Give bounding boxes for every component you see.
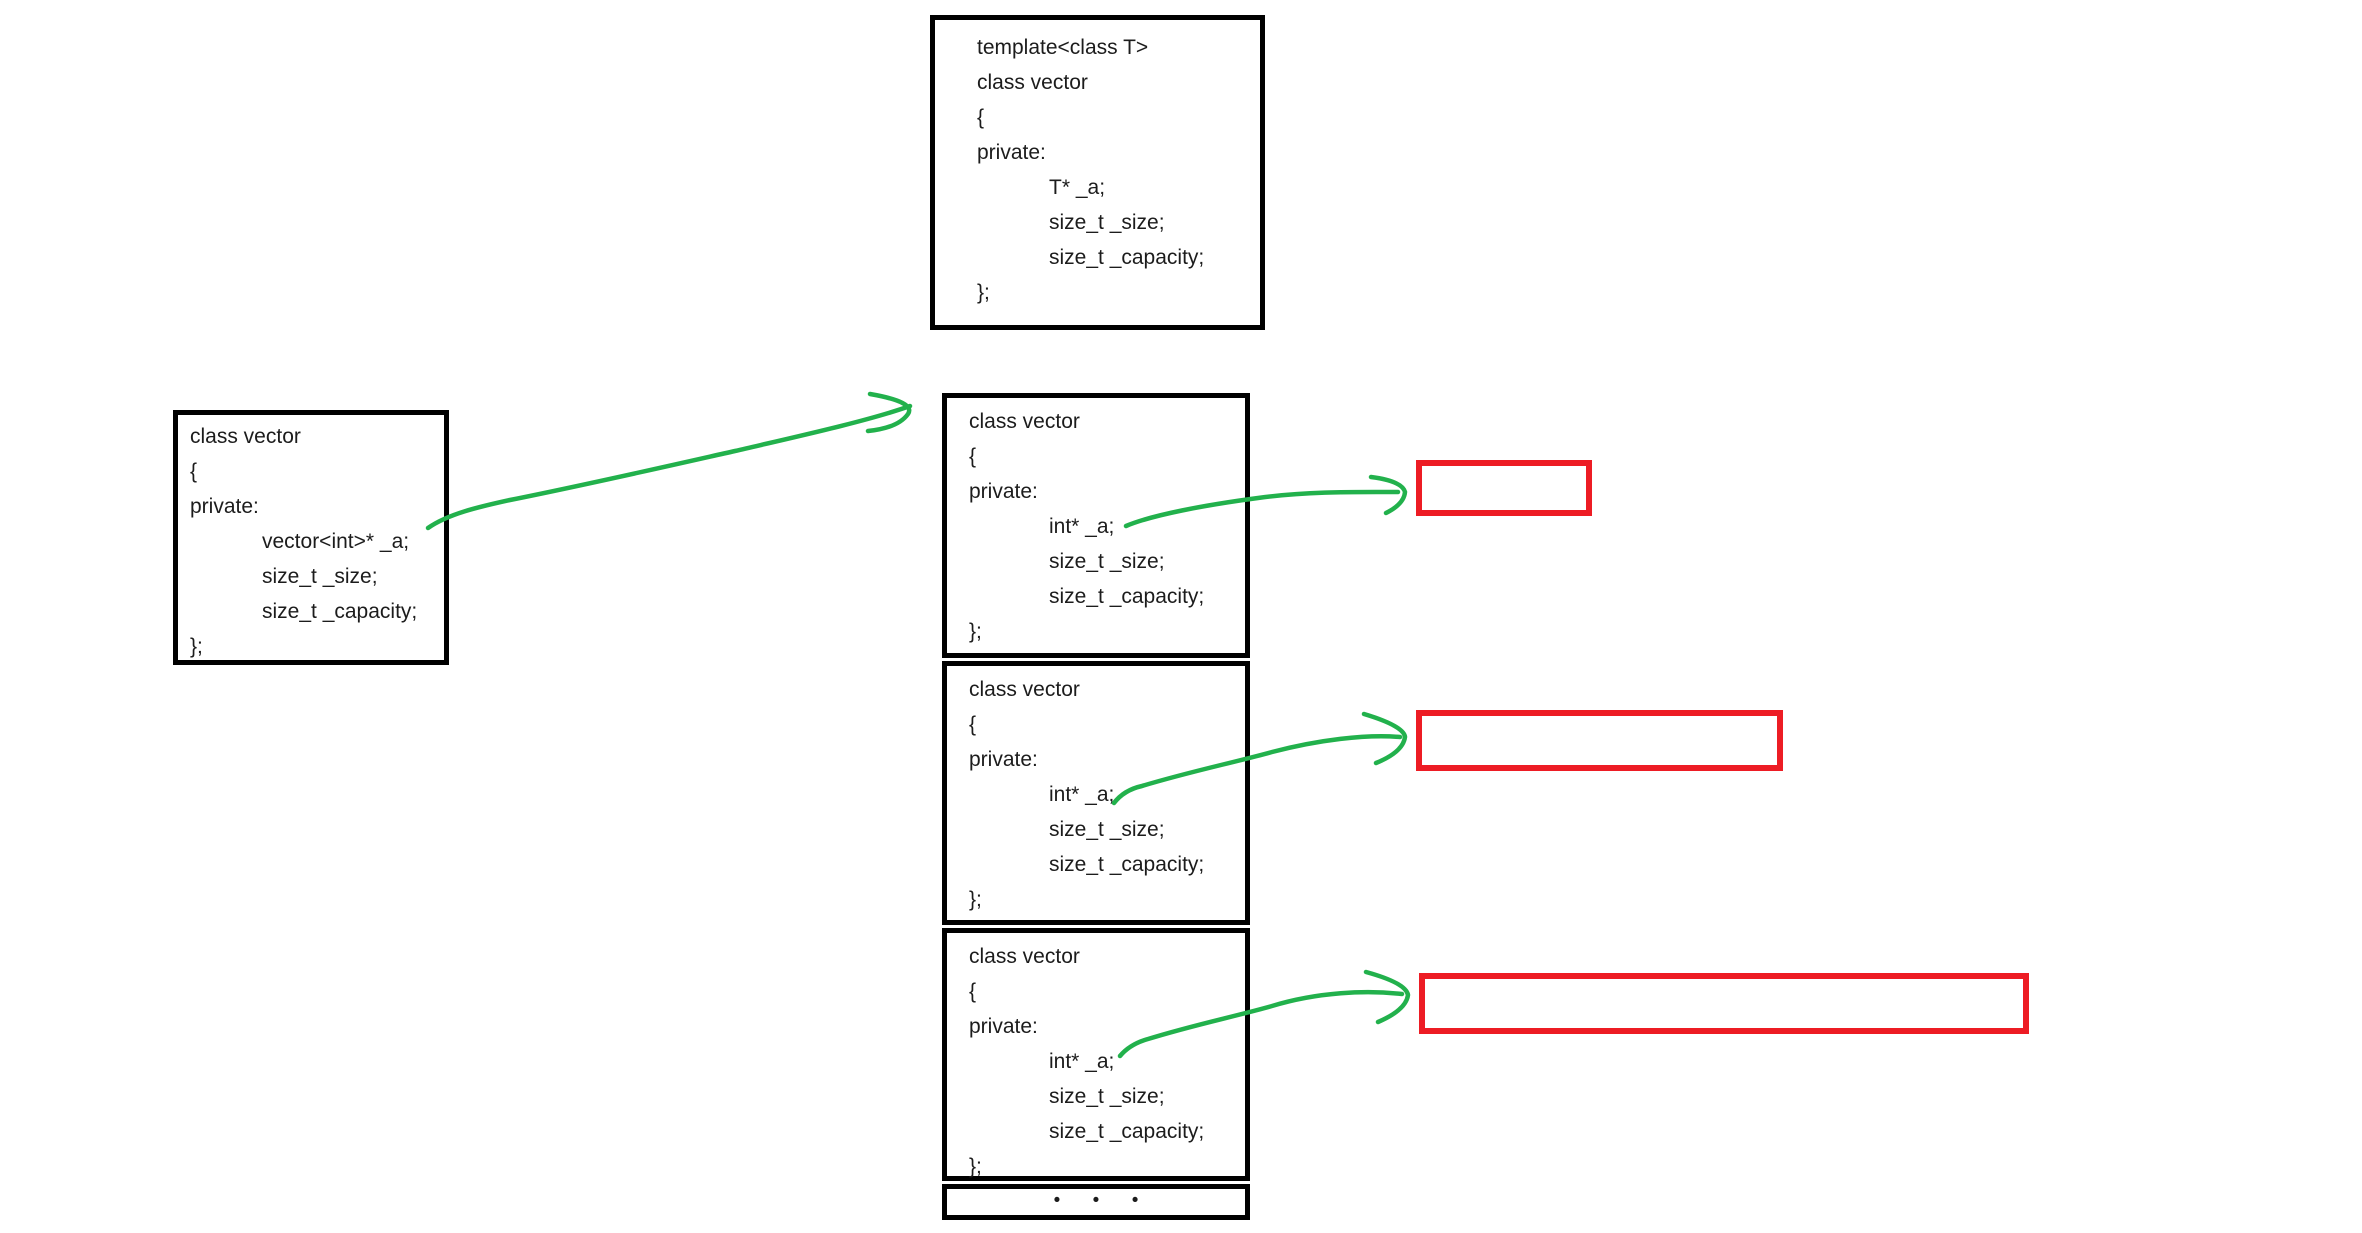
- vector-int-instance-box-1: class vector { private: int* _a; size_t …: [942, 393, 1250, 658]
- code-line-template-decl: template<class T>: [977, 36, 1149, 59]
- code-line-class-vector: class vector: [969, 678, 1080, 701]
- ellipsis-dot: •: [1131, 1190, 1139, 1211]
- code-line-member-size: size_t _size;: [1049, 550, 1165, 573]
- code-line-close-brace: };: [969, 620, 982, 643]
- code-line-member-capacity: size_t _capacity;: [1049, 853, 1205, 876]
- code-line-private: private:: [977, 141, 1046, 164]
- code-line-class-vector: class vector: [969, 945, 1080, 968]
- ellipsis-dot: •: [1053, 1190, 1061, 1211]
- code-line-close-brace: };: [969, 888, 982, 911]
- code-line-private: private:: [969, 748, 1038, 771]
- red-highlight-box-small: [1416, 460, 1592, 516]
- code-line-member-capacity: size_t _capacity;: [1049, 1120, 1205, 1143]
- code-line-open-brace: {: [969, 980, 977, 1003]
- code-line-member-capacity: size_t _capacity;: [1049, 585, 1205, 608]
- vector-of-vector-int-class-box: class vector { private: vector<int>* _a;…: [173, 410, 449, 665]
- code-line-private: private:: [969, 1015, 1038, 1038]
- code-line-open-brace: {: [190, 460, 198, 483]
- code-line-class-vector: class vector: [977, 71, 1088, 94]
- code-line-member-size: size_t _size;: [1049, 211, 1165, 234]
- code-line-member-a: vector<int>* _a;: [262, 530, 410, 553]
- ellipsis-dot: •: [1092, 1190, 1100, 1211]
- code-line-close-brace: };: [190, 635, 203, 658]
- arrow-vector-int-to-instances: [425, 391, 913, 531]
- red-highlight-box-medium: [1416, 710, 1783, 771]
- code-line-member-a: int* _a;: [1049, 1050, 1115, 1073]
- code-line-member-a: int* _a;: [1049, 783, 1115, 806]
- code-line-member-a: T* _a;: [1049, 176, 1106, 199]
- code-line-member-size: size_t _size;: [1049, 818, 1165, 841]
- code-line-open-brace: {: [977, 106, 985, 129]
- code-line-member-capacity: size_t _capacity;: [1049, 246, 1205, 269]
- code-line-private: private:: [969, 480, 1038, 503]
- code-line-private: private:: [190, 495, 259, 518]
- code-line-member-size: size_t _size;: [1049, 1085, 1165, 1108]
- code-line-class-vector: class vector: [190, 425, 301, 448]
- code-line-open-brace: {: [969, 445, 977, 468]
- red-highlight-box-large: [1419, 973, 2029, 1034]
- code-line-member-capacity: size_t _capacity;: [262, 600, 418, 623]
- code-line-member-a: int* _a;: [1049, 515, 1115, 538]
- code-line-member-size: size_t _size;: [262, 565, 378, 588]
- code-line-close-brace: };: [969, 1155, 982, 1178]
- code-line-open-brace: {: [969, 713, 977, 736]
- code-line-class-vector: class vector: [969, 410, 1080, 433]
- vector-int-instance-box-2: class vector { private: int* _a; size_t …: [942, 661, 1250, 925]
- ellipsis-box: • • •: [942, 1184, 1250, 1220]
- vector-int-instance-box-3: class vector { private: int* _a; size_t …: [942, 928, 1250, 1181]
- template-vector-class-box: template<class T> class vector { private…: [930, 15, 1265, 330]
- code-line-close-brace: };: [977, 281, 990, 304]
